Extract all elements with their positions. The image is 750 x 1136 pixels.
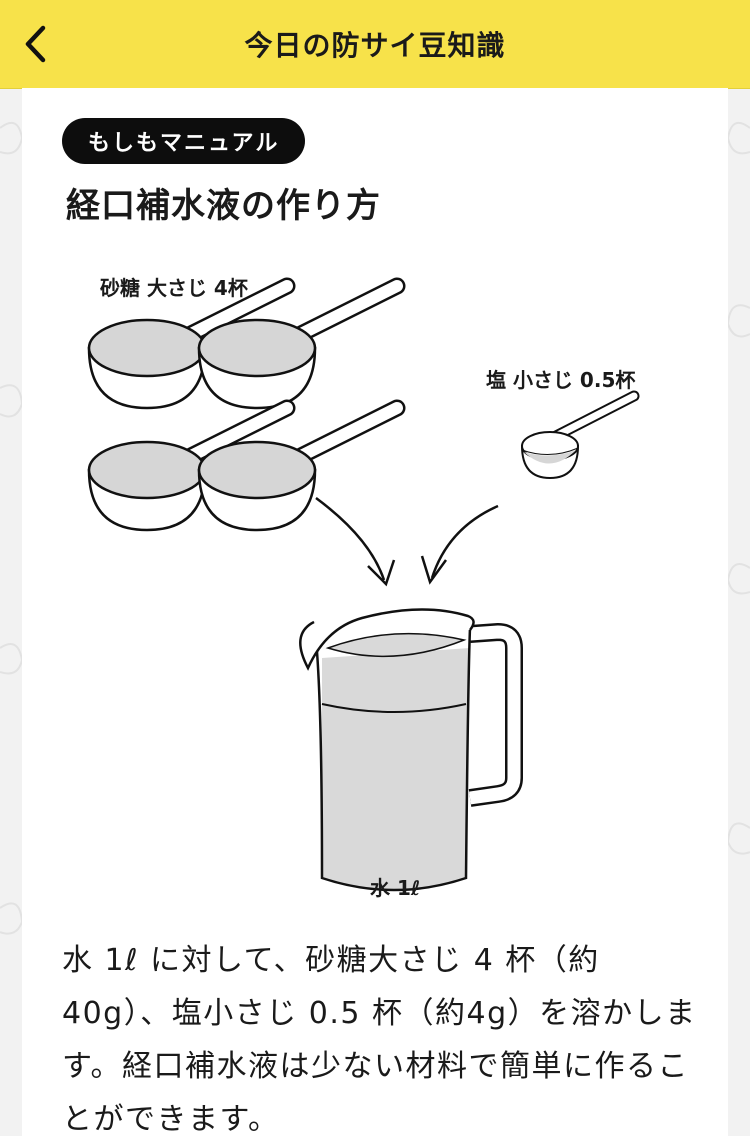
back-button[interactable] xyxy=(12,20,60,68)
article-body: 水 1ℓ に対して、砂糖大さじ 4 杯（約40g）、塩小さじ 0.5 杯（約4g… xyxy=(62,943,697,1136)
water-pitcher xyxy=(299,608,523,892)
background-pattern-left xyxy=(0,121,24,935)
page-title: 今日の防サイ豆知識 xyxy=(244,29,506,62)
chevron-left-icon xyxy=(25,25,46,63)
background-pattern-right xyxy=(726,121,750,855)
water-label: 水 1ℓ xyxy=(370,876,421,900)
teaspoon xyxy=(520,390,640,480)
category-tag: もしもマニュアル xyxy=(62,118,306,164)
sugar-label: 砂糖 大さじ 4杯 xyxy=(100,276,248,300)
article-card: もしもマニュアル 経口補水液の作り方 xyxy=(22,88,728,1136)
recipe-illustration xyxy=(22,238,640,892)
tablespoon-2 xyxy=(199,286,397,408)
salt-label: 塩 小さじ 0.5杯 xyxy=(486,368,636,392)
tablespoon-4 xyxy=(199,408,397,530)
article-title: 経口補水液の作り方 xyxy=(66,186,381,226)
arrow-right xyxy=(420,504,499,585)
arrow-left xyxy=(315,496,396,587)
app-header: 今日の防サイ豆知識 xyxy=(0,0,750,89)
